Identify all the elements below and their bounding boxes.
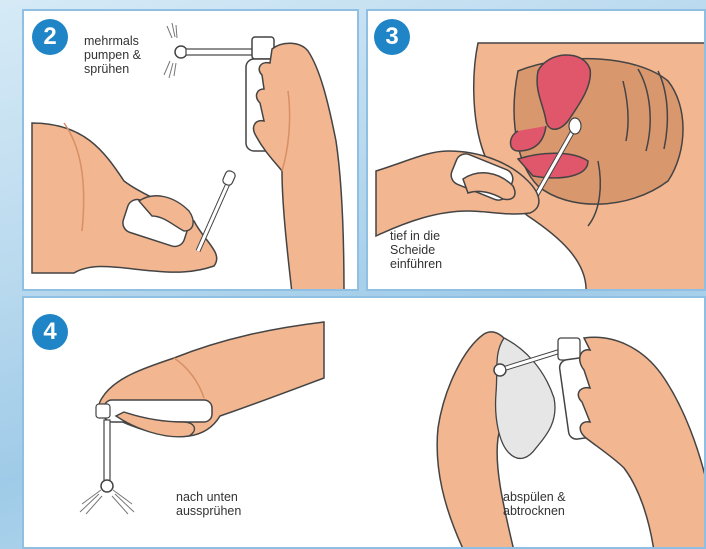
step-4-caption-left: nach unten aussprühen [176, 490, 241, 518]
step-3-caption: tief in die Scheide einführen [390, 229, 442, 271]
step-2-panel: 2 mehrmals pumpen & sprühen [22, 9, 359, 291]
right-hand-icon [254, 43, 344, 291]
left-arm-icon [32, 123, 217, 273]
step-4-panel: 4 [22, 296, 706, 549]
nozzle-tip-icon [175, 46, 187, 58]
step-4-caption-right: abspülen & abtrocknen [503, 490, 566, 518]
step-3-badge: 3 [374, 19, 410, 55]
step-3-panel: 3 tief in die Scheide einführen [366, 9, 706, 291]
spray-bottle-icon [96, 400, 212, 422]
step-4-illustration [24, 298, 706, 549]
step-2-illustration [24, 11, 359, 291]
nozzle-arm-icon [104, 420, 110, 482]
spray-mist-icon [80, 490, 134, 514]
nozzle-arm-icon [186, 49, 258, 55]
right-hand-icon [578, 337, 706, 549]
nozzle-tip-icon [101, 480, 113, 492]
